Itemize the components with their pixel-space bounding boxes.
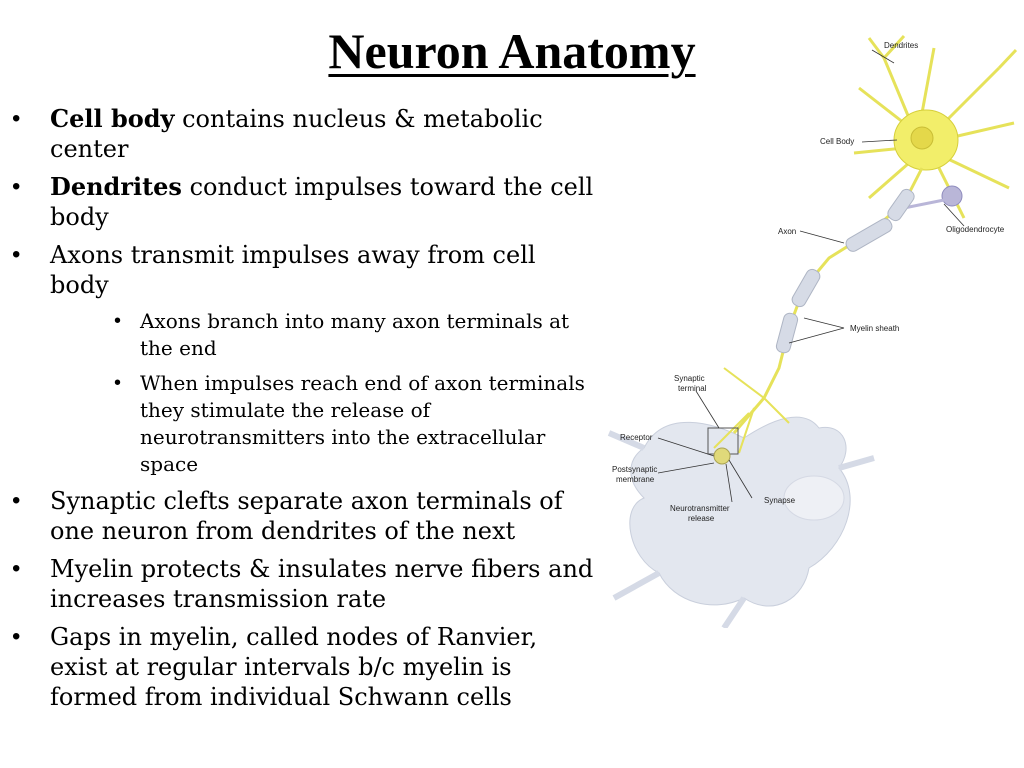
bullet-axons: Axons transmit impulses away from cell b… [10,240,600,300]
bullet-nodes-of-ranvier: Gaps in myelin, called nodes of Ranvier,… [10,622,600,712]
oligodendrocyte-process [903,198,945,210]
sub-bullet-axon-branch: Axons branch into many axon terminals at… [10,308,600,362]
label-axon: Axon [778,227,796,236]
bullet-synaptic-clefts: Synaptic clefts separate axon terminals … [10,486,600,546]
sub-bullet-text: Axons branch into many axon terminals at… [140,309,570,360]
synapse [713,447,731,465]
neuron-illustration: Dendrites Cell Body Axon Oligodendrocyte… [607,34,1018,628]
bullet-text: conduct impulses toward the cell body [50,173,594,231]
nucleus [910,126,934,150]
myelin-segment-2 [845,218,893,252]
bullet-text: Myelin protects & insulates nerve fibers… [50,555,594,613]
label-release: release [688,514,715,523]
label-terminal: terminal [678,384,707,393]
label-dendrites: Dendrites [884,41,918,50]
label-synaptic: Synaptic [674,374,705,383]
myelin-segment-3 [791,268,821,308]
bullet-text: contains nucleus & metabolic center [50,105,543,163]
bullet-text: Gaps in myelin, called nodes of Ranvier,… [50,623,538,711]
axon-terminals [713,367,790,454]
bullet-bold-term: Cell body [50,104,175,133]
slide-title: Neuron Anatomy [328,23,696,79]
label-cell-body: Cell Body [820,137,854,146]
bullet-cell-body: Cell body contains nucleus & metabolic c… [10,104,600,164]
label-postsynaptic: Postsynaptic [612,465,657,474]
oligodendrocyte [941,185,963,207]
label-leader-lines [657,49,965,503]
bullet-myelin: Myelin protects & insulates nerve fibers… [10,554,600,614]
bullet-text: Axons transmit impulses away from cell b… [50,241,536,299]
label-receptor: Receptor [620,433,653,442]
myelin-segment-1 [887,188,915,222]
postsynaptic-cell-branch [607,430,875,628]
label-neurotransmitter: Neurotransmitter [670,504,730,513]
bullet-list: Cell body contains nucleus & metabolic c… [10,104,600,720]
bullet-text: Synaptic clefts separate axon terminals … [50,487,563,545]
postsynaptic-cell [629,416,851,607]
label-myelin-sheath: Myelin sheath [850,324,899,333]
sub-bullet-text: When impulses reach end of axon terminal… [140,371,585,476]
sub-bullet-neurotransmitter-release: When impulses reach end of axon terminal… [10,370,600,478]
myelin-segment-4 [775,312,799,354]
bullet-bold-term: Dendrites [50,172,182,201]
neuron-diagram: Dendrites Cell Body Axon Oligodendrocyte… [604,28,1022,628]
label-oligodendrocyte: Oligodendrocyte [946,225,1005,234]
label-membrane: membrane [616,475,655,484]
label-synapse: Synapse [764,496,796,505]
axon [732,167,924,434]
background-cell [783,475,845,521]
bullet-dendrites: Dendrites conduct impulses toward the ce… [10,172,600,232]
